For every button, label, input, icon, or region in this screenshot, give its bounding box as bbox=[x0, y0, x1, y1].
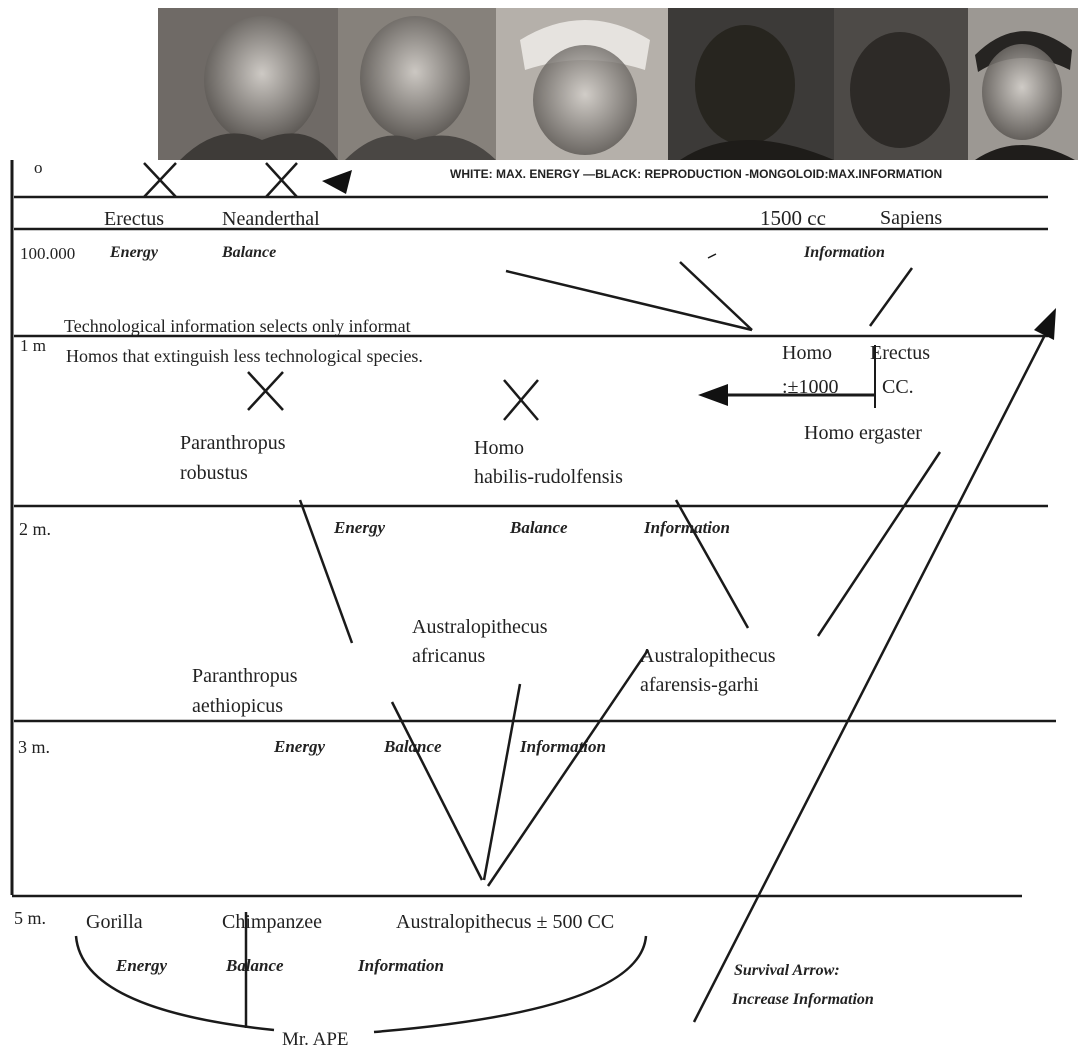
species-sapiens-cc: 1500 cc bbox=[760, 206, 826, 230]
extinct-cross-icon bbox=[247, 371, 284, 411]
species-homo-habilis-2: habilis-rudolfensis bbox=[474, 466, 623, 488]
tendency-balance-label: Balance bbox=[509, 518, 568, 537]
species-australopithecus-africanus-1: Australopithecus bbox=[412, 616, 548, 638]
tendency-balance-label: Balance bbox=[221, 244, 276, 261]
species-australopithecus-root: Australopithecus ± 500 CC bbox=[396, 911, 614, 933]
tech-note-line-1: Technological information selects only i… bbox=[64, 316, 411, 336]
portrait-5 bbox=[834, 8, 968, 160]
portrait-1 bbox=[158, 8, 338, 160]
species-paranthropus-robustus-1: Paranthropus bbox=[180, 432, 286, 454]
species-homo-erectus-cc-2: CC. bbox=[882, 376, 914, 398]
species-australopithecus-afarensis-1: Australopithecus bbox=[640, 645, 776, 667]
tendency-energy-label: Energy bbox=[333, 518, 385, 537]
survival-arrow-line bbox=[692, 324, 1052, 1023]
branch-lines bbox=[298, 261, 942, 644]
species-mr-ape: Mr. APE bbox=[282, 1029, 349, 1049]
tendency-information-label: Information bbox=[519, 737, 606, 756]
species-paranthropus-robustus-2: robustus bbox=[180, 462, 248, 484]
portrait-3 bbox=[496, 8, 668, 160]
species-homo-ergaster: Homo ergaster bbox=[804, 422, 922, 444]
time-label-2m: 2 m. bbox=[19, 519, 51, 539]
species-australopithecus-afarensis-2: afarensis-garhi bbox=[640, 674, 759, 696]
species-chimpanzee: Chimpanzee bbox=[222, 911, 322, 933]
species-gorilla: Gorilla bbox=[86, 911, 143, 933]
tendency-information-label: Information bbox=[357, 956, 444, 975]
species-homo-habilis-1: Homo bbox=[474, 437, 524, 459]
tendency-energy-label: Energy bbox=[273, 737, 325, 756]
time-label-5m: 5 m. bbox=[14, 908, 46, 928]
tendency-information-label: Information bbox=[803, 244, 885, 261]
extinct-cross-icon bbox=[143, 162, 177, 198]
timeline-grid bbox=[10, 160, 1056, 898]
up-arrow-icon bbox=[1034, 308, 1056, 340]
header-caption: WHITE: MAX. ENERGY —BLACK: REPRODUCTION … bbox=[450, 167, 942, 181]
time-label-0: o bbox=[34, 158, 43, 177]
tendency-information-label: Information bbox=[643, 518, 730, 537]
tech-note-line-2: Homos that extinguish less technological… bbox=[66, 346, 423, 366]
time-label-100k: 100.000 bbox=[20, 244, 75, 263]
species-neanderthal: Neanderthal bbox=[222, 208, 320, 230]
ape-bracket-right bbox=[373, 935, 648, 1034]
portrait-6 bbox=[968, 8, 1078, 160]
pointer-arrow-icon bbox=[322, 170, 352, 194]
species-homo-erectus-2: Erectus bbox=[870, 342, 930, 364]
extinct-cross-icon bbox=[503, 379, 539, 421]
time-label-3m: 3 m. bbox=[18, 737, 50, 757]
survival-arrow-label-2: Increase Information bbox=[731, 991, 874, 1008]
species-homo-erectus-cc-1: :±1000 bbox=[782, 376, 839, 398]
mark bbox=[707, 253, 717, 259]
species-erectus: Erectus bbox=[104, 208, 164, 230]
portrait-4 bbox=[668, 8, 834, 160]
tendency-balance-label: Balance bbox=[225, 956, 284, 975]
species-paranthropus-aethiopicus-1: Paranthropus bbox=[192, 665, 298, 687]
left-arrow-icon bbox=[698, 384, 728, 406]
species-homo-erectus-1: Homo bbox=[782, 342, 832, 364]
species-paranthropus-aethiopicus-2: aethiopicus bbox=[192, 695, 283, 717]
branch-lines bbox=[390, 649, 650, 887]
tendency-energy-label: Energy bbox=[109, 244, 159, 261]
portrait-strip bbox=[158, 8, 1078, 160]
tendency-energy-label: Energy bbox=[115, 956, 167, 975]
tendency-balance-label: Balance bbox=[383, 737, 442, 756]
species-sapiens: Sapiens bbox=[880, 207, 942, 229]
time-label-1m: 1 m bbox=[20, 336, 46, 355]
ape-bracket-left bbox=[74, 935, 275, 1032]
survival-arrow-label-1: Survival Arrow: bbox=[734, 962, 840, 979]
species-australopithecus-africanus-2: africanus bbox=[412, 645, 486, 667]
portrait-2 bbox=[338, 8, 496, 160]
extinct-cross-icon bbox=[265, 162, 298, 198]
